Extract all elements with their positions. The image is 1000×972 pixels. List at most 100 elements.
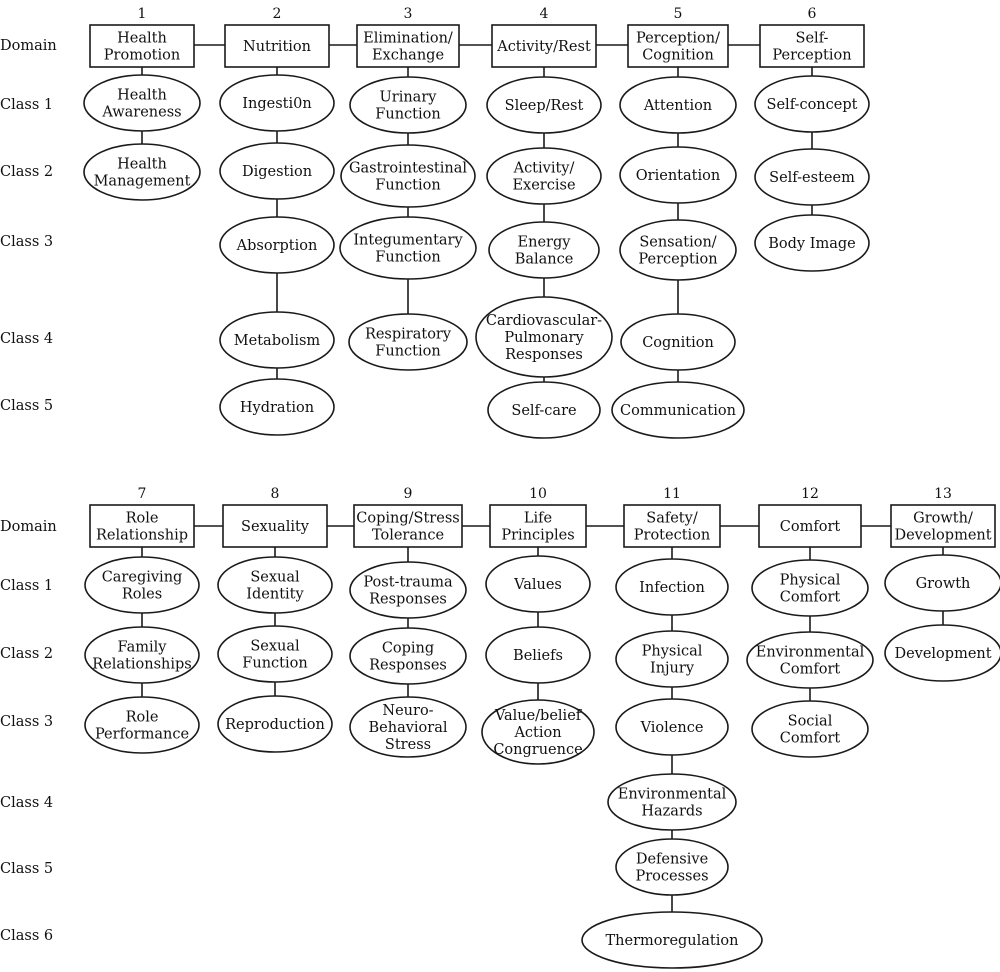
row-label-class-1: Class 1 <box>0 578 53 594</box>
class-label-infection-line-1: Infection <box>639 580 705 596</box>
domain-number: 1 <box>138 6 147 22</box>
class-label-self-care-line-1: Self-care <box>511 403 576 419</box>
class-label-sensation-perception-line-1: Sensation/ <box>639 235 716 251</box>
domain-box-perception-cognition <box>627 24 729 68</box>
domain-box-elimination-exchange <box>356 24 460 68</box>
domain-column-safety-protection: 11Safety/ProtectionInfectionPhysicalInju… <box>581 486 763 969</box>
class-label-environmental-comfort-line-1: Environmental <box>756 645 865 661</box>
class-label-health-awareness-line-2: Awareness <box>101 105 181 121</box>
row-label-class-3: Class 3 <box>0 714 53 730</box>
class-oval-physical-injury <box>615 630 729 688</box>
class-label-violence-line-1: Violence <box>640 720 704 736</box>
domain-number: 8 <box>271 486 280 502</box>
domain-name-growth-development-line-2: Development <box>894 528 991 544</box>
domain-name-coping-stress-tolerance-line-1: Coping/Stress <box>356 511 459 527</box>
class-label-physical-comfort-line-2: Comfort <box>780 590 841 606</box>
domain-box-growth-development <box>890 504 996 548</box>
class-oval-hydration <box>219 378 335 436</box>
domain-name-activity-rest-line-1: Activity/Rest <box>496 39 591 55</box>
class-label-urinary-function-line-1: Urinary <box>380 90 438 106</box>
class-oval-development <box>884 624 1000 682</box>
class-oval-communication <box>611 381 745 439</box>
class-label-health-awareness-line-1: Health <box>117 88 167 104</box>
class-label-caregiving-roles-line-2: Roles <box>122 587 162 603</box>
domain-box-self-perception <box>759 24 865 68</box>
row-label-class-1: Class 1 <box>0 97 53 113</box>
domain-number: 6 <box>808 6 817 22</box>
class-label-reproduction-line-1: Reproduction <box>225 717 325 733</box>
class-label-environmental-hazards-line-1: Environmental <box>618 787 727 803</box>
class-label-neuro-behavioral-stress-line-2: Behavioral <box>369 720 448 736</box>
class-label-value-belief-action-congruence-line-1: Value/belief <box>494 708 583 724</box>
row-label-class-2: Class 2 <box>0 646 53 662</box>
class-oval-activity-exercise <box>486 147 602 205</box>
domain-number: 12 <box>801 486 819 502</box>
class-oval-health-awareness <box>83 74 201 132</box>
domain-box-safety-protection <box>623 504 721 548</box>
class-oval-sensation-perception <box>619 219 737 281</box>
domain-box-sexuality <box>222 504 328 548</box>
class-label-urinary-function-line-2: Function <box>375 107 440 123</box>
class-label-value-belief-action-congruence-line-2: Action <box>513 725 561 741</box>
class-oval-reproduction <box>217 695 333 753</box>
class-oval-cardiovascular-pulmonary-responses <box>475 296 613 378</box>
class-oval-metabolism <box>219 311 335 369</box>
domain-number: 9 <box>404 486 413 502</box>
class-oval-environmental-hazards <box>607 773 737 831</box>
domain-name-coping-stress-tolerance-line-2: Tolerance <box>372 528 444 544</box>
class-label-respiratory-function-line-2: Function <box>375 344 440 360</box>
class-oval-beliefs <box>485 626 591 684</box>
class-oval-thermoregulation <box>581 911 763 969</box>
domain-name-self-perception-line-1: Self- <box>796 31 829 47</box>
row-label-class-4: Class 4 <box>0 331 53 347</box>
class-label-sexual-function-line-1: Sexual <box>250 639 300 655</box>
class-label-cardiovascular-pulmonary-responses-line-2: Pulmonary <box>504 330 584 346</box>
domain-number: 13 <box>934 486 952 502</box>
class-label-environmental-comfort-line-2: Comfort <box>780 662 841 678</box>
class-label-sexual-identity-line-2: Identity <box>246 587 304 603</box>
class-oval-environmental-comfort <box>746 631 874 689</box>
domain-column-life-principles: 10LifePrinciplesValuesBeliefsValue/belie… <box>481 486 595 765</box>
class-oval-sexual-function <box>217 625 333 683</box>
domain-column-nutrition: 2NutritionIngesti0nDigestionAbsorptionMe… <box>219 6 335 436</box>
class-label-attention-line-1: Attention <box>643 98 712 114</box>
class-label-integumentary-function-line-1: Integumentary <box>353 233 463 249</box>
class-oval-coping-responses <box>349 627 467 685</box>
domain-column-self-perception: 6Self-PerceptionSelf-conceptSelf-esteemB… <box>754 6 870 272</box>
domain-column-role-relationship: 7RoleRelationshipCaregivingRolesFamilyRe… <box>84 486 200 754</box>
class-oval-sleep-rest <box>486 76 602 134</box>
class-oval-caregiving-roles <box>84 556 200 614</box>
domain-number: 3 <box>404 6 413 22</box>
domain-name-life-principles-line-1: Life <box>524 511 552 527</box>
domain-column-elimination-exchange: 3Elimination/ExchangeUrinaryFunctionGast… <box>339 6 477 371</box>
class-label-coping-responses-line-2: Responses <box>369 658 447 674</box>
domain-box-activity-rest <box>491 24 597 68</box>
class-label-caregiving-roles-line-1: Caregiving <box>102 570 183 586</box>
class-oval-infection <box>615 558 729 616</box>
class-oval-attention <box>619 76 737 134</box>
class-oval-self-concept <box>754 75 870 133</box>
class-label-neuro-behavioral-stress-line-3: Stress <box>385 737 431 753</box>
class-oval-self-esteem <box>754 148 870 206</box>
class-label-health-management-line-1: Health <box>117 157 167 173</box>
class-label-health-management-line-2: Management <box>94 174 191 190</box>
class-oval-urinary-function <box>349 76 467 134</box>
class-label-ingesti0n-line-1: Ingesti0n <box>242 96 311 112</box>
class-label-gastrointestinal-function-line-2: Function <box>375 178 440 194</box>
class-label-digestion-line-1: Digestion <box>242 164 312 180</box>
class-label-thermoregulation-line-1: Thermoregulation <box>606 933 739 949</box>
class-oval-family-relationships <box>84 626 200 684</box>
diagram-nodes: 1HealthPromotionHealthAwarenessHealthMan… <box>83 6 1000 969</box>
class-oval-social-comfort <box>751 700 869 758</box>
class-oval-role-performance <box>84 696 200 754</box>
domain-number: 10 <box>529 486 547 502</box>
class-oval-orientation <box>619 146 737 204</box>
domain-box-role-relationship <box>89 504 195 548</box>
class-label-cognition-line-1: Cognition <box>642 335 714 351</box>
class-label-growth-line-1: Growth <box>916 576 971 592</box>
row-label-class-2: Class 2 <box>0 164 53 180</box>
row-label-class-4: Class 4 <box>0 795 53 811</box>
class-oval-gastrointestinal-function <box>340 144 476 208</box>
class-label-cardiovascular-pulmonary-responses-line-1: Cardiovascular- <box>486 313 602 329</box>
